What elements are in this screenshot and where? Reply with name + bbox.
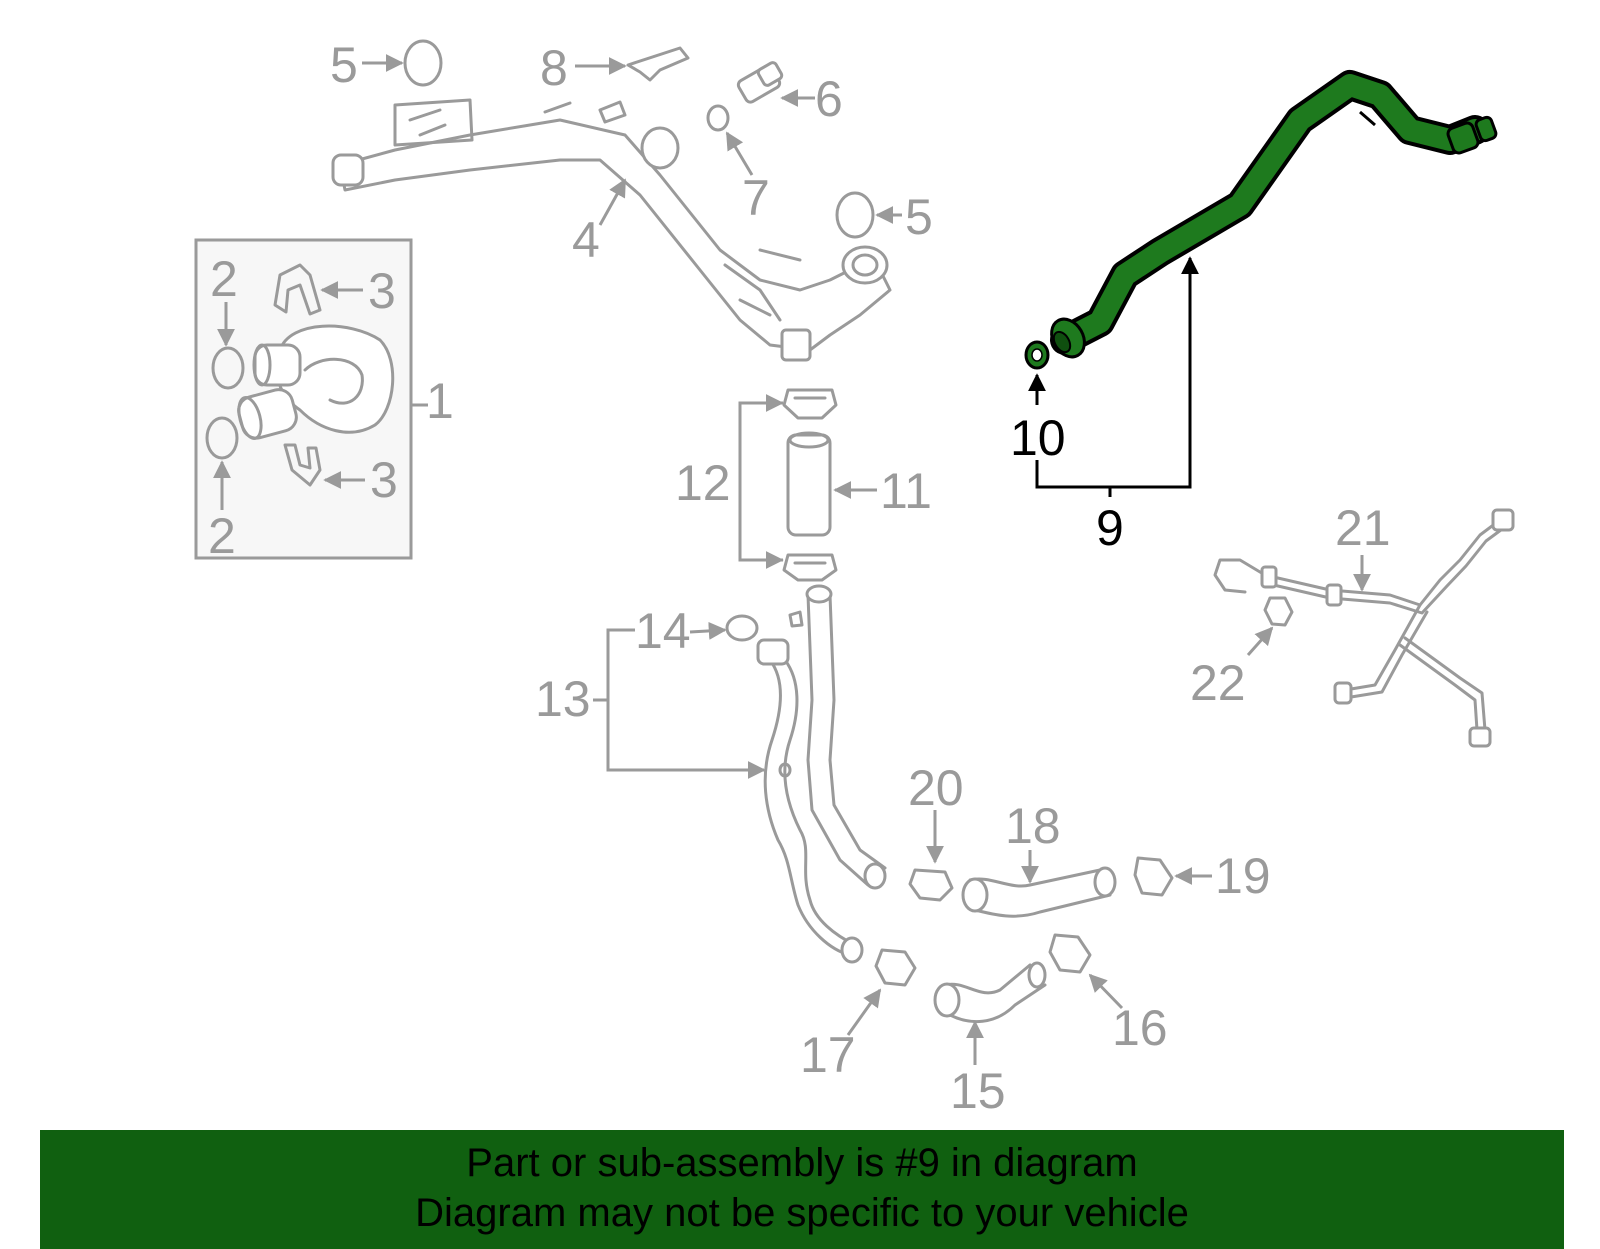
label-3a: 3 bbox=[368, 263, 396, 319]
label-22: 22 bbox=[1190, 655, 1246, 711]
part-8-clip[interactable] bbox=[626, 46, 690, 82]
label-2a: 2 bbox=[210, 251, 238, 307]
label-15: 15 bbox=[950, 1063, 1006, 1119]
label-10: 10 bbox=[1010, 410, 1066, 466]
part-19-clamp[interactable] bbox=[1133, 856, 1174, 897]
label-8: 8 bbox=[540, 40, 568, 96]
label-21: 21 bbox=[1335, 500, 1391, 556]
part-5-o-ring-top[interactable] bbox=[403, 39, 443, 87]
part-11-hose[interactable] bbox=[786, 431, 832, 537]
part-13-lower-pipe[interactable] bbox=[756, 584, 887, 964]
part-3-clip-bottom[interactable] bbox=[283, 443, 322, 487]
label-6: 6 bbox=[815, 71, 843, 127]
part-7-o-ring[interactable] bbox=[706, 104, 730, 132]
part-6-sensor[interactable] bbox=[736, 61, 784, 104]
part-10-o-ring-center bbox=[1031, 348, 1043, 362]
leader-9 bbox=[1035, 262, 1192, 489]
leader-22 bbox=[1246, 626, 1274, 656]
label-19: 19 bbox=[1215, 848, 1271, 904]
label-5a: 5 bbox=[330, 37, 358, 93]
label-1: 1 bbox=[426, 373, 454, 429]
part-16-clamp[interactable] bbox=[1048, 933, 1092, 974]
label-18: 18 bbox=[1005, 798, 1061, 854]
label-20: 20 bbox=[908, 760, 964, 816]
part-3-clip-top[interactable] bbox=[273, 263, 322, 316]
part-9-highlighted-hose[interactable] bbox=[1045, 70, 1498, 363]
part-4-coolant-pipe[interactable] bbox=[331, 98, 892, 362]
label-13: 13 bbox=[535, 671, 591, 727]
part-17-clamp[interactable] bbox=[874, 948, 917, 987]
label-7: 7 bbox=[742, 170, 770, 226]
leader-17 bbox=[846, 988, 882, 1036]
part-12-clamp-top[interactable] bbox=[782, 388, 838, 420]
leader-12 bbox=[738, 401, 783, 562]
part-12-clamp-bottom[interactable] bbox=[782, 553, 838, 582]
banner-line-1: Part or sub-assembly is #9 in diagram bbox=[466, 1141, 1138, 1185]
label-2b: 2 bbox=[208, 508, 236, 564]
leader-7 bbox=[725, 131, 754, 176]
part-21-hose-assembly[interactable] bbox=[1213, 508, 1515, 748]
label-12: 12 bbox=[675, 455, 731, 511]
part-2-o-ring-top[interactable] bbox=[211, 346, 245, 390]
leader-16 bbox=[1088, 973, 1124, 1010]
banner-line-2: Diagram may not be specific to your vehi… bbox=[415, 1191, 1189, 1235]
label-17: 17 bbox=[800, 1027, 856, 1083]
label-9: 9 bbox=[1096, 500, 1124, 556]
leader-4 bbox=[598, 178, 627, 226]
label-11: 11 bbox=[880, 463, 932, 519]
label-4: 4 bbox=[572, 212, 600, 268]
part-2-o-ring-bottom[interactable] bbox=[205, 416, 239, 460]
label-5b: 5 bbox=[905, 189, 933, 245]
part-18-hose[interactable] bbox=[961, 866, 1117, 918]
label-3b: 3 bbox=[370, 452, 398, 508]
part-5-o-ring-right[interactable] bbox=[835, 191, 875, 239]
part-20-clamp[interactable] bbox=[908, 868, 954, 902]
part-1-housing[interactable] bbox=[235, 324, 395, 441]
label-16: 16 bbox=[1112, 1000, 1168, 1056]
part-14-o-ring[interactable] bbox=[725, 614, 759, 642]
part-22-clamp[interactable] bbox=[1263, 596, 1294, 627]
info-banner: Part or sub-assembly is #9 in diagram Di… bbox=[40, 1130, 1564, 1249]
label-14: 14 bbox=[635, 603, 691, 659]
leader-14 bbox=[689, 621, 727, 640]
part-15-hose[interactable] bbox=[933, 961, 1047, 1024]
